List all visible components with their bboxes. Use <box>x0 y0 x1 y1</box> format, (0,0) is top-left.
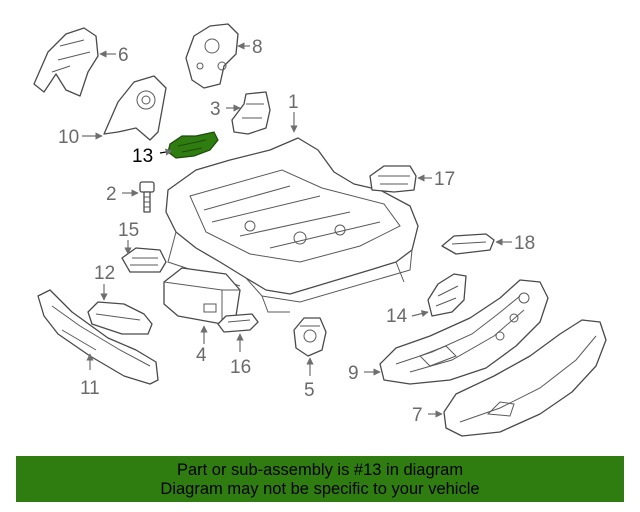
part-1-seat-frame <box>165 137 419 313</box>
part-10-recliner-bracket <box>103 75 167 141</box>
part-6-side-shield <box>33 27 99 97</box>
callout-18: 18 <box>514 233 535 254</box>
callout-15: 15 <box>118 220 139 241</box>
callout-7: 7 <box>412 405 423 426</box>
part-3-bracket <box>231 91 271 135</box>
part-17-clip <box>369 165 417 193</box>
part-4-module <box>163 267 241 325</box>
callout-17: 17 <box>434 169 455 190</box>
part-15-connector <box>121 247 167 273</box>
part-11-side-trim <box>37 289 159 385</box>
part-2-bolt <box>139 181 155 213</box>
callout-5: 5 <box>304 380 315 401</box>
part-16-clip <box>217 313 259 333</box>
callout-2: 2 <box>106 184 117 205</box>
part-7-outer-cover <box>443 319 607 437</box>
banner-line-2: Diagram may not be specific to your vehi… <box>160 480 480 498</box>
callout-3: 3 <box>210 99 221 120</box>
callout-11: 11 <box>80 378 100 399</box>
callout-10: 10 <box>58 127 79 148</box>
callout-13: 13 <box>132 146 153 167</box>
part-5-switch <box>293 317 327 357</box>
part-8-motor <box>185 23 239 89</box>
part-12-trim <box>87 301 153 335</box>
part-18-cover <box>441 233 495 255</box>
callout-8: 8 <box>252 37 263 58</box>
part-14-bracket <box>427 273 467 317</box>
callout-1: 1 <box>288 92 299 113</box>
callout-16: 16 <box>230 357 251 378</box>
callout-14: 14 <box>386 306 408 327</box>
part-9-side-panel <box>379 279 549 385</box>
banner-line-1: Part or sub-assembly is #13 in diagram <box>176 461 464 479</box>
parts-diagram: 6 8 10 3 13 1 <box>33 23 607 437</box>
callout-14-leader <box>411 310 429 318</box>
callout-4: 4 <box>196 345 207 366</box>
info-banner: Part or sub-assembly is #13 in diagram D… <box>16 456 624 502</box>
callout-9: 9 <box>348 363 359 384</box>
callout-12: 12 <box>94 263 115 284</box>
part-13-highlighted <box>167 131 219 159</box>
callout-13-leader <box>159 148 173 156</box>
callout-6: 6 <box>118 45 129 66</box>
